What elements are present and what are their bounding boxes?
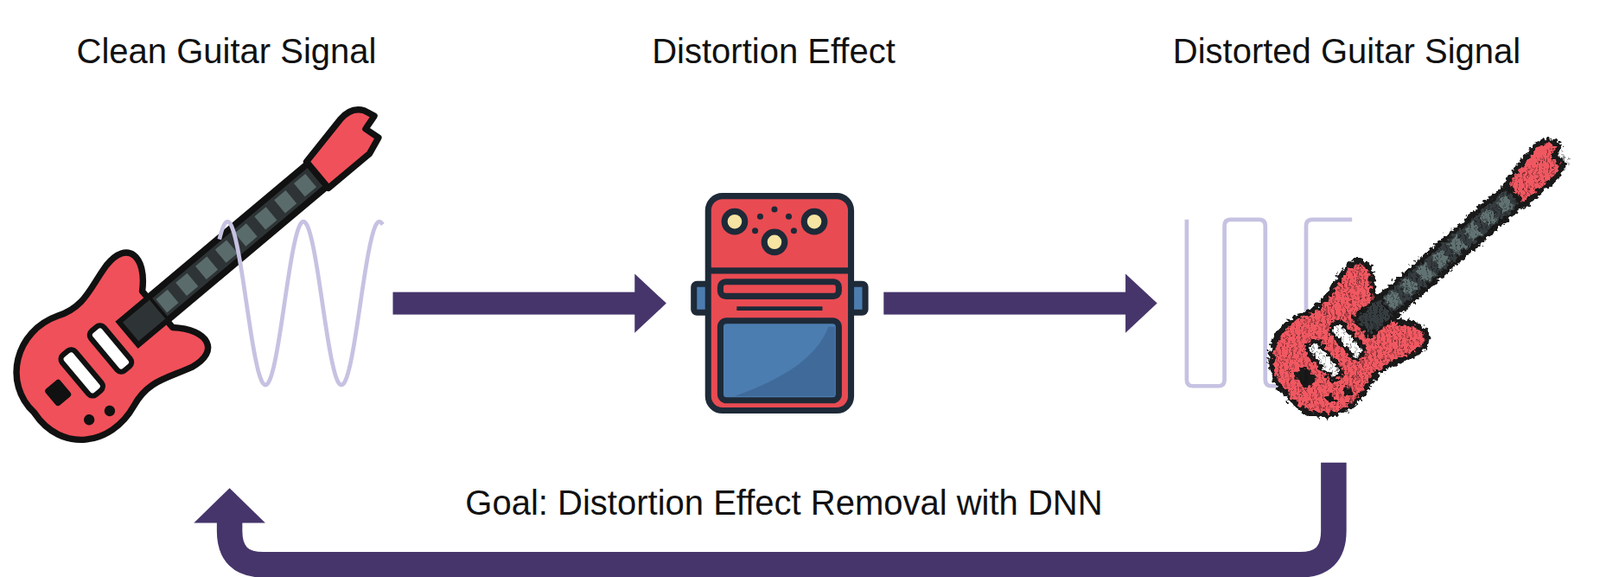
input-label: Clean Guitar Signal [76, 31, 377, 71]
output-label: Distorted Guitar Signal [1172, 31, 1521, 71]
goal-label: Goal: Distortion Effect Removal with DNN [465, 482, 1103, 523]
effect-label: Distortion Effect [651, 31, 896, 71]
